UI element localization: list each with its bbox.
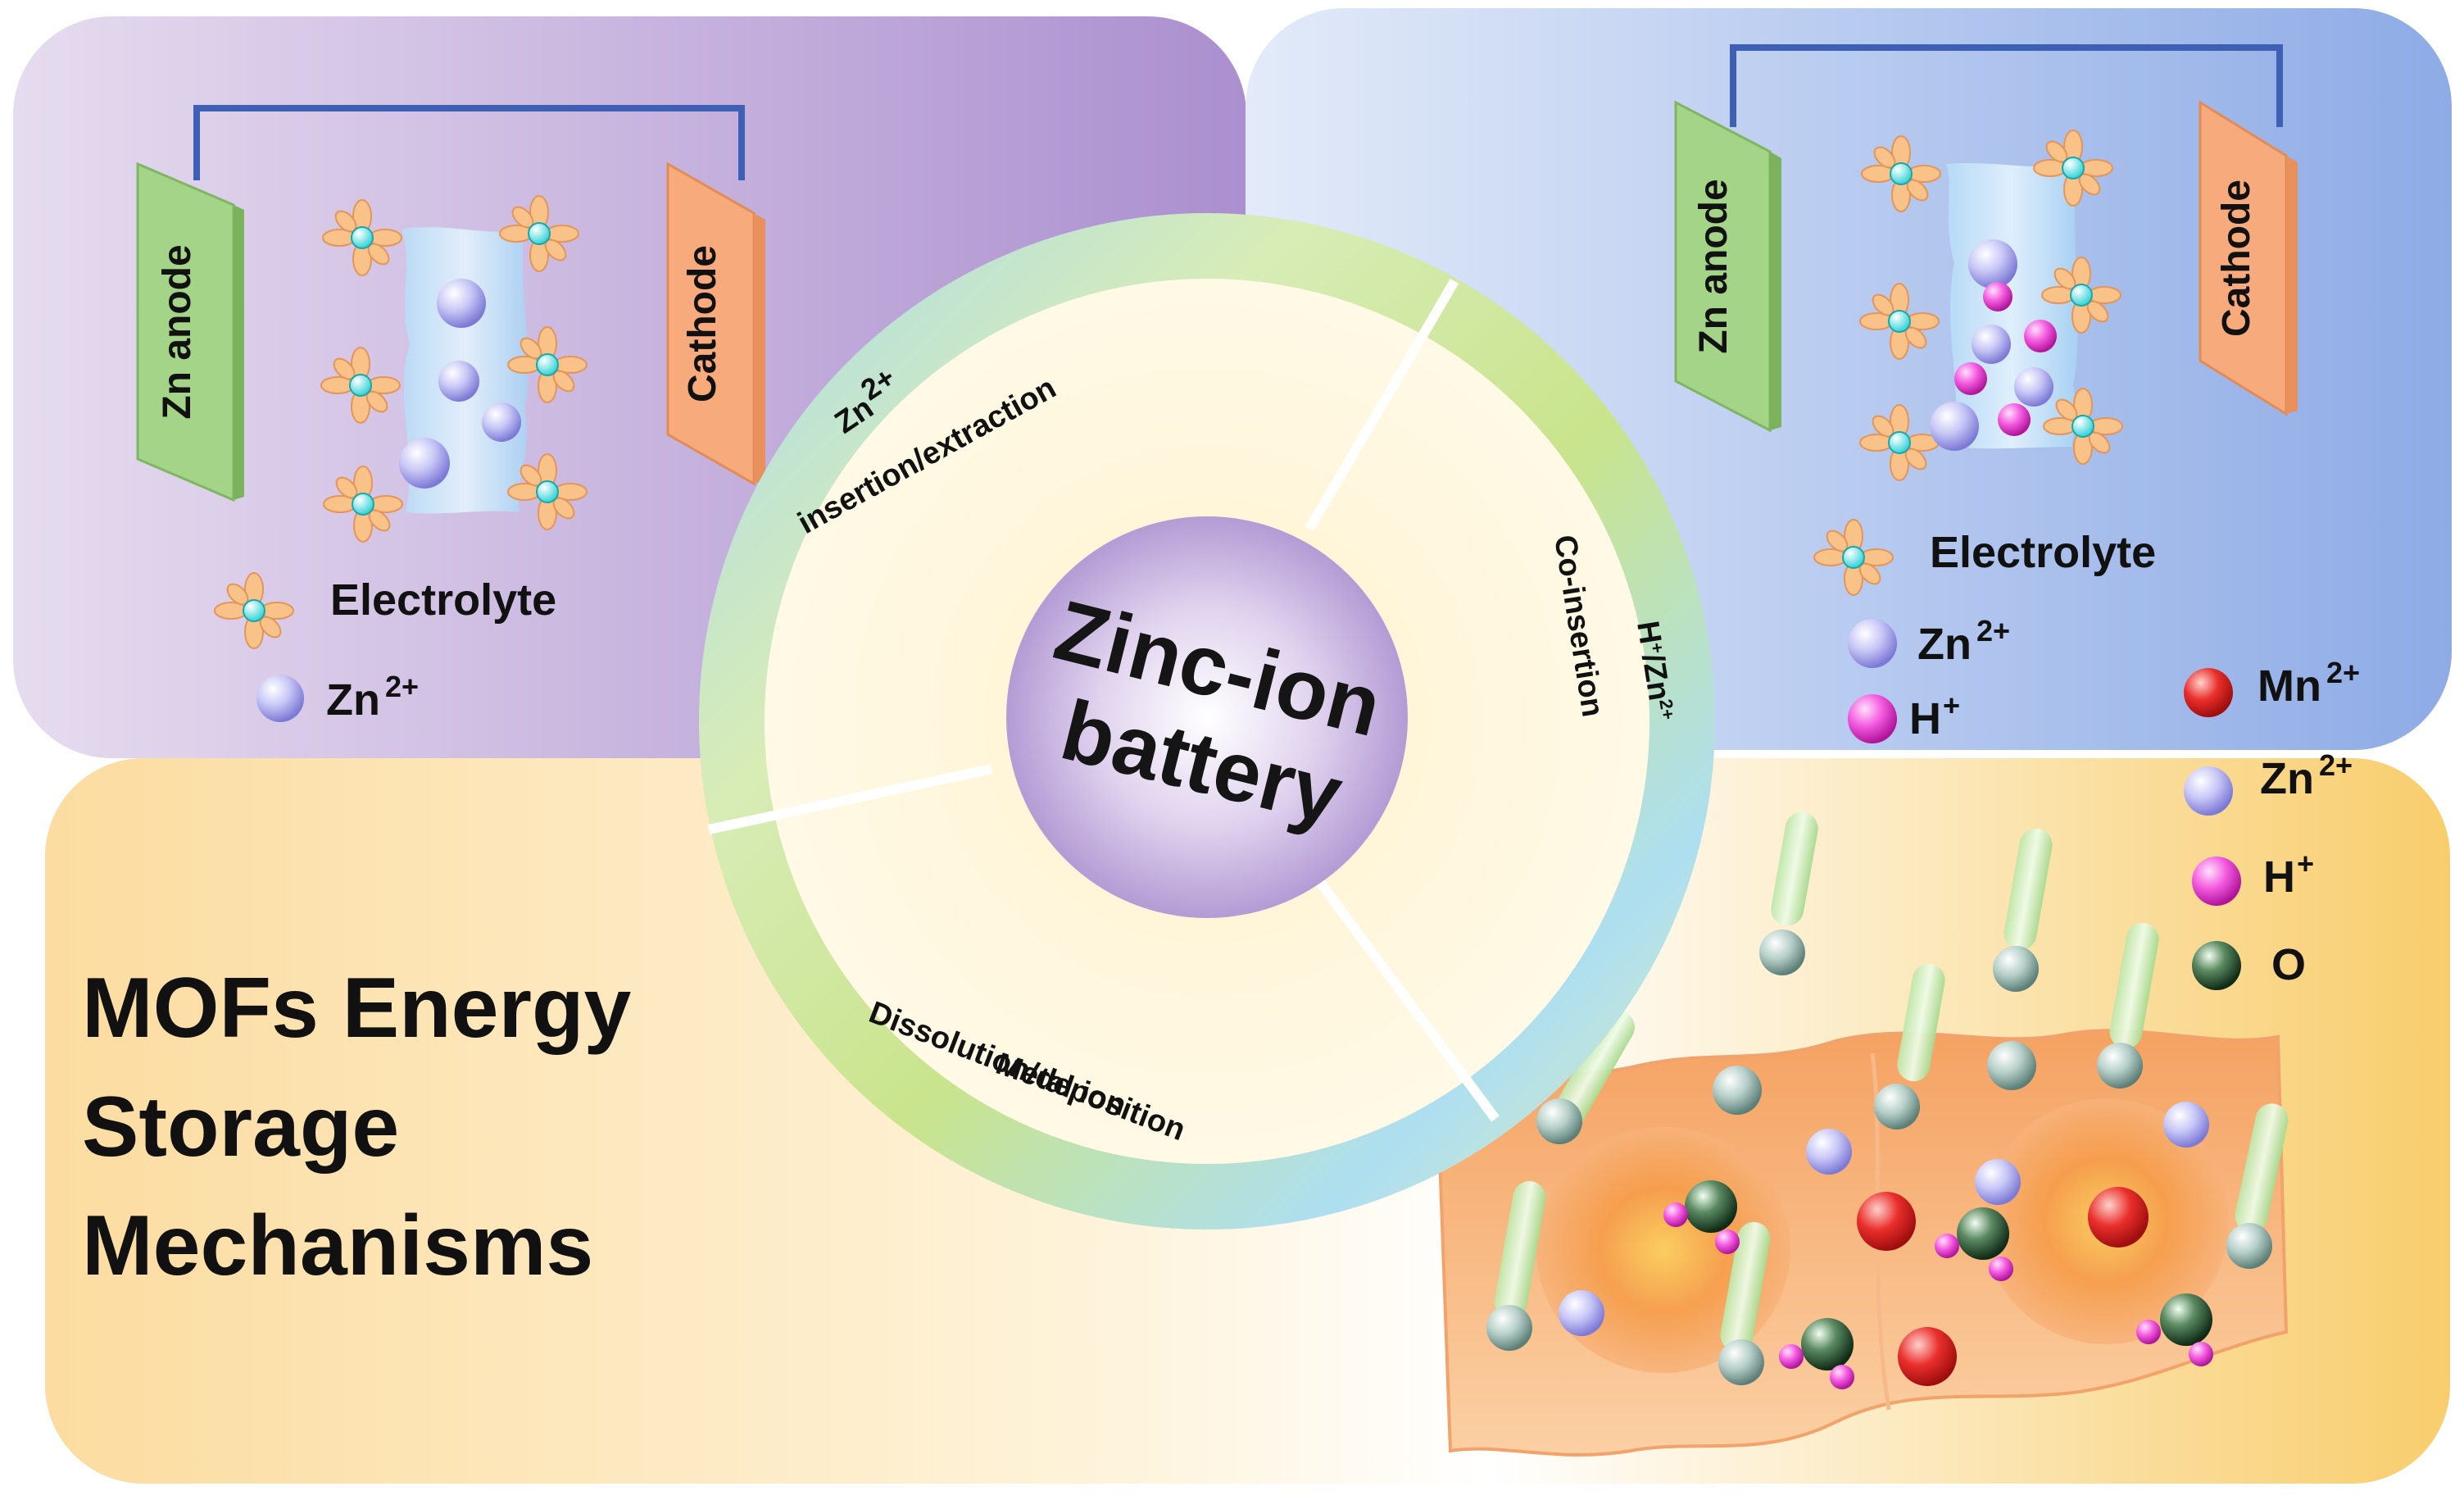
- zn-ion: [1972, 325, 2011, 364]
- zn-ion: [482, 402, 521, 442]
- electrolyte-legend-label: Electrolyte: [1930, 528, 2156, 577]
- cathode-label: Cathode: [2215, 180, 2258, 337]
- h-legend-icon: [1848, 694, 1897, 743]
- h-ion: [1663, 1202, 1688, 1227]
- mechanism-ring: Zinc-ion battery Zn2+ insertion/extracti…: [699, 213, 1715, 1230]
- h-legend-label: H+: [1909, 689, 1960, 743]
- linker-end: [1759, 930, 1805, 975]
- h-ion: [1715, 1230, 1740, 1254]
- title-line-1: MOFs Energy: [82, 961, 632, 1056]
- o-legend-icon: [2192, 941, 2241, 990]
- zn-ion: [1968, 239, 2017, 289]
- cathode-label: Cathode: [681, 245, 724, 402]
- linker-end: [1874, 1084, 1920, 1130]
- title-line-3: Mechanisms: [82, 1198, 593, 1293]
- h-ion: [1954, 362, 1987, 395]
- ring-divider: [707, 764, 993, 834]
- h-ion: [1983, 282, 2012, 311]
- h-ion: [2136, 1320, 2161, 1344]
- linker-end: [2097, 1043, 2143, 1089]
- o-atom: [1801, 1318, 1854, 1370]
- zn-legend-icon: [1848, 619, 1897, 668]
- linker-end: [2226, 1223, 2272, 1269]
- h-ion: [2189, 1342, 2213, 1366]
- linker-end: [1486, 1305, 1532, 1351]
- linker-end: [1536, 1098, 1582, 1144]
- mn-ion: [2088, 1187, 2149, 1248]
- title-block: MOFs Energy Storage Mechanisms: [82, 961, 632, 1293]
- o-atom: [1957, 1207, 2009, 1260]
- zn-anode-label: Zn anode: [156, 244, 199, 419]
- linker-tubes: [1494, 811, 2289, 1352]
- zn-ion: [1559, 1290, 1604, 1336]
- external-circuit-wire: [1730, 44, 2283, 127]
- zn-ion: [1975, 1159, 2021, 1205]
- h-ion: [1779, 1344, 1804, 1369]
- zn-ion: [2163, 1102, 2209, 1148]
- h-legend-label: H+: [2263, 847, 2314, 902]
- hub-circle: [1006, 516, 1408, 918]
- zn-ion: [399, 438, 450, 489]
- zn-anode-label: Zn anode: [1692, 179, 1736, 353]
- h-ion: [1935, 1234, 1959, 1258]
- h-legend-icon: [2192, 857, 2241, 906]
- mn-ion: [1857, 1192, 1916, 1251]
- electrolyte-legend-label: Electrolyte: [330, 575, 556, 625]
- h-ion: [1830, 1365, 1854, 1389]
- h-ion: [1998, 403, 2031, 436]
- zn-ion: [438, 361, 479, 402]
- linker-end: [1718, 1339, 1764, 1385]
- mn-ion: [1898, 1327, 1957, 1386]
- o-atom: [2160, 1293, 2212, 1346]
- linker-end: [1987, 1041, 2036, 1090]
- title-line-2: Storage: [82, 1080, 399, 1175]
- coinsertion-ions-label: H+/Zn2+: [1630, 619, 1680, 723]
- o-atom: [1685, 1180, 1737, 1233]
- mn-legend-icon: [2184, 668, 2233, 717]
- zn-ion: [1806, 1129, 1852, 1175]
- ring-divider: [1315, 878, 1500, 1122]
- linker-end: [1713, 1066, 1762, 1115]
- zn-ion: [2014, 367, 2053, 407]
- h-ion: [1989, 1257, 2013, 1281]
- linker-end: [1993, 946, 2039, 992]
- zn-ion: [1930, 402, 1979, 451]
- ring-divider: [1305, 278, 1459, 532]
- h-ion: [2024, 320, 2057, 352]
- o-legend-label: O: [2271, 940, 2306, 989]
- zn-legend-icon: [256, 675, 304, 722]
- zn-legend-icon: [2184, 766, 2233, 816]
- zn-ion: [437, 279, 486, 328]
- external-circuit-wire: [193, 105, 745, 180]
